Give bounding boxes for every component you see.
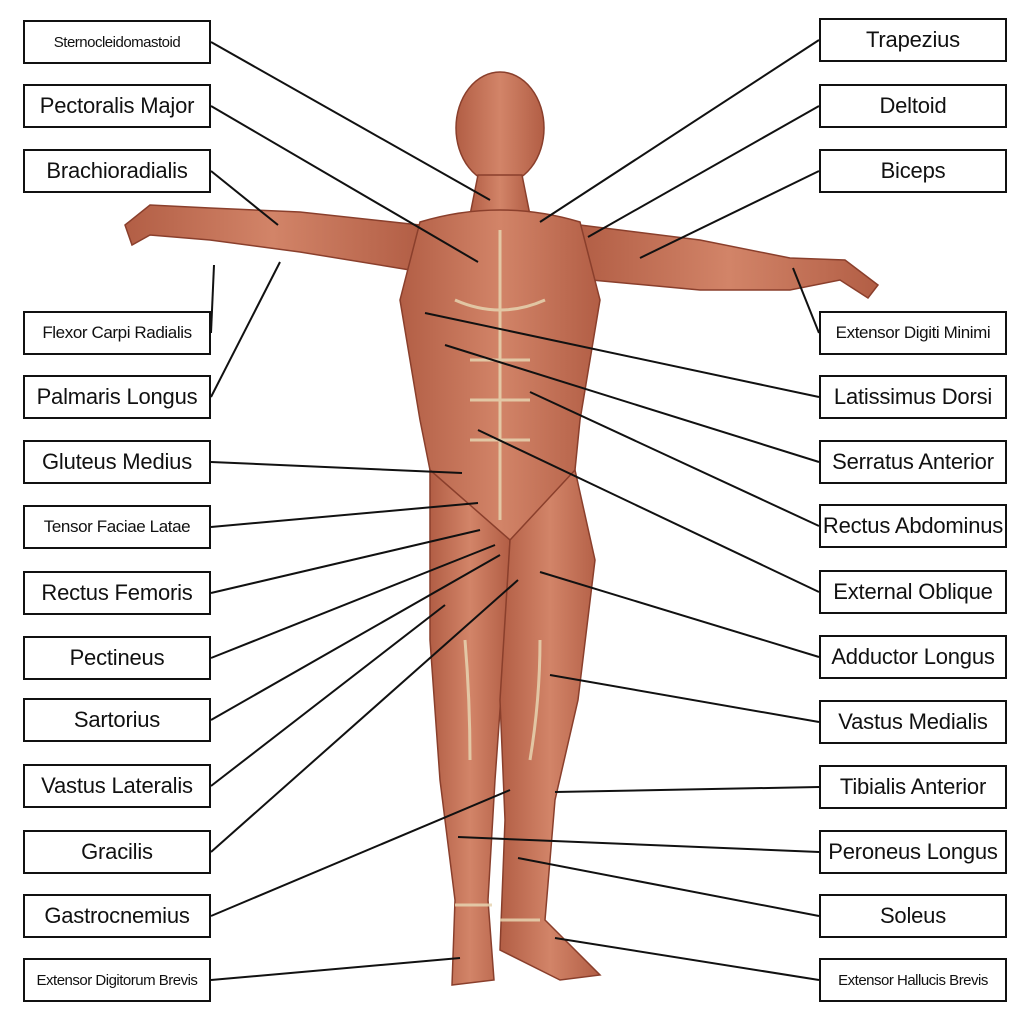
label-rectus-abdominus: Rectus Abdominus: [819, 504, 1007, 548]
leader-line-extensor-digitorum-brevis: [210, 957, 461, 981]
leader-line-pectoralis-major: [210, 105, 479, 263]
label-sternocleidomastoid: Sternocleidomastoid: [23, 20, 211, 64]
leg-right: [499, 468, 602, 981]
label-extensor-digitorum-brevis: Extensor Digitorum Brevis: [23, 958, 211, 1002]
leader-line-peroneus-longus: [457, 836, 820, 853]
leader-line-palmaris-longus: [210, 261, 281, 398]
leader-line-extensor-digiti-minimi: [792, 267, 820, 334]
label-flexor-carpi-radialis: Flexor Carpi Radialis: [23, 311, 211, 355]
leader-line-gracilis: [210, 579, 519, 853]
label-tensor-faciae-latae: Tensor Faciae Latae: [23, 505, 211, 549]
label-extensor-digiti-minimi: Extensor Digiti Minimi: [819, 311, 1007, 355]
label-adductor-longus: Adductor Longus: [819, 635, 1007, 679]
label-external-oblique: External Oblique: [819, 570, 1007, 614]
leader-line-extensor-hallucis-brevis: [554, 937, 820, 981]
leader-line-vastus-lateralis: [210, 604, 446, 787]
label-sartorius: Sartorius: [23, 698, 211, 742]
leader-line-flexor-carpi-radialis: [210, 264, 215, 334]
label-vastus-medialis: Vastus Medialis: [819, 700, 1007, 744]
leader-line-rectus-femoris: [210, 529, 481, 594]
leader-line-external-oblique: [477, 429, 820, 593]
arm-left: [124, 204, 421, 271]
label-extensor-hallucis-brevis: Extensor Hallucis Brevis: [819, 958, 1007, 1002]
leader-line-pectineus: [210, 544, 496, 659]
leader-line-adductor-longus: [539, 571, 820, 658]
leader-line-soleus: [517, 857, 820, 917]
label-pectoralis-major: Pectoralis Major: [23, 84, 211, 128]
leader-line-biceps: [639, 170, 820, 259]
arm-right: [579, 224, 880, 300]
label-trapezius: Trapezius: [819, 18, 1007, 62]
label-tibialis-anterior: Tibialis Anterior: [819, 765, 1007, 809]
head: [455, 71, 545, 185]
label-pectineus: Pectineus: [23, 636, 211, 680]
leader-line-latissimus-dorsi: [424, 312, 820, 398]
figure-details: [454, 230, 546, 922]
label-deltoid: Deltoid: [819, 84, 1007, 128]
label-peroneus-longus: Peroneus Longus: [819, 830, 1007, 874]
leader-lines: [210, 39, 820, 981]
leader-line-serratus-anterior: [444, 344, 820, 463]
leader-line-vastus-medialis: [549, 674, 820, 723]
leader-line-deltoid: [587, 105, 820, 238]
label-latissimus-dorsi: Latissimus Dorsi: [819, 375, 1007, 419]
leader-line-gluteus-medius: [210, 461, 463, 474]
neck: [469, 174, 531, 216]
leader-line-trapezius: [539, 39, 820, 223]
leader-line-rectus-abdominus: [529, 391, 820, 527]
label-biceps: Biceps: [819, 149, 1007, 193]
label-gastrocnemius: Gastrocnemius: [23, 894, 211, 938]
label-brachioradialis: Brachioradialis: [23, 149, 211, 193]
leader-line-tibialis-anterior: [554, 786, 820, 793]
leader-line-sternocleidomastoid: [210, 41, 491, 201]
leader-line-brachioradialis: [210, 170, 279, 226]
leader-line-gastrocnemius: [210, 789, 511, 917]
label-soleus: Soleus: [819, 894, 1007, 938]
leader-line-tensor-faciae-latae: [210, 502, 479, 528]
label-gluteus-medius: Gluteus Medius: [23, 440, 211, 484]
leader-line-sartorius: [210, 554, 501, 721]
label-gracilis: Gracilis: [23, 830, 211, 874]
label-serratus-anterior: Serratus Anterior: [819, 440, 1007, 484]
label-palmaris-longus: Palmaris Longus: [23, 375, 211, 419]
human-figure-silhouette: [124, 71, 880, 986]
label-vastus-lateralis: Vastus Lateralis: [23, 764, 211, 808]
label-rectus-femoris: Rectus Femoris: [23, 571, 211, 615]
